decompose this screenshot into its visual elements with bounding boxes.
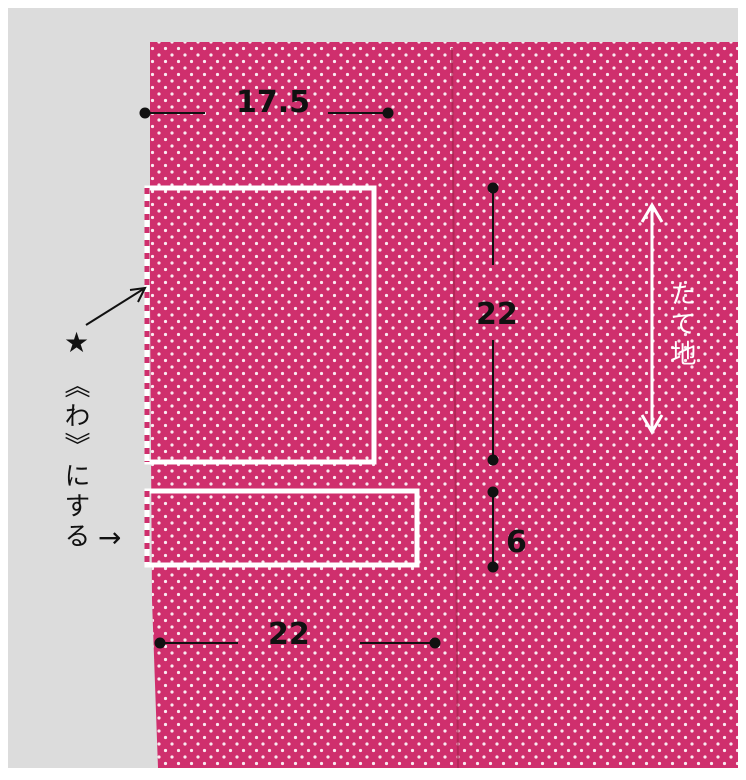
piece1-height-label: 22 [476,300,518,330]
piece2-height-label: 6 [506,528,527,558]
top-width-label: 17.5 [236,88,310,118]
fold-note: 《わ》にする [62,372,88,552]
grain-label: たて地 [668,280,694,370]
fold-arrow: → [98,525,121,551]
bottom-width-label: 22 [268,620,310,650]
star-icon: ★ [64,330,89,356]
